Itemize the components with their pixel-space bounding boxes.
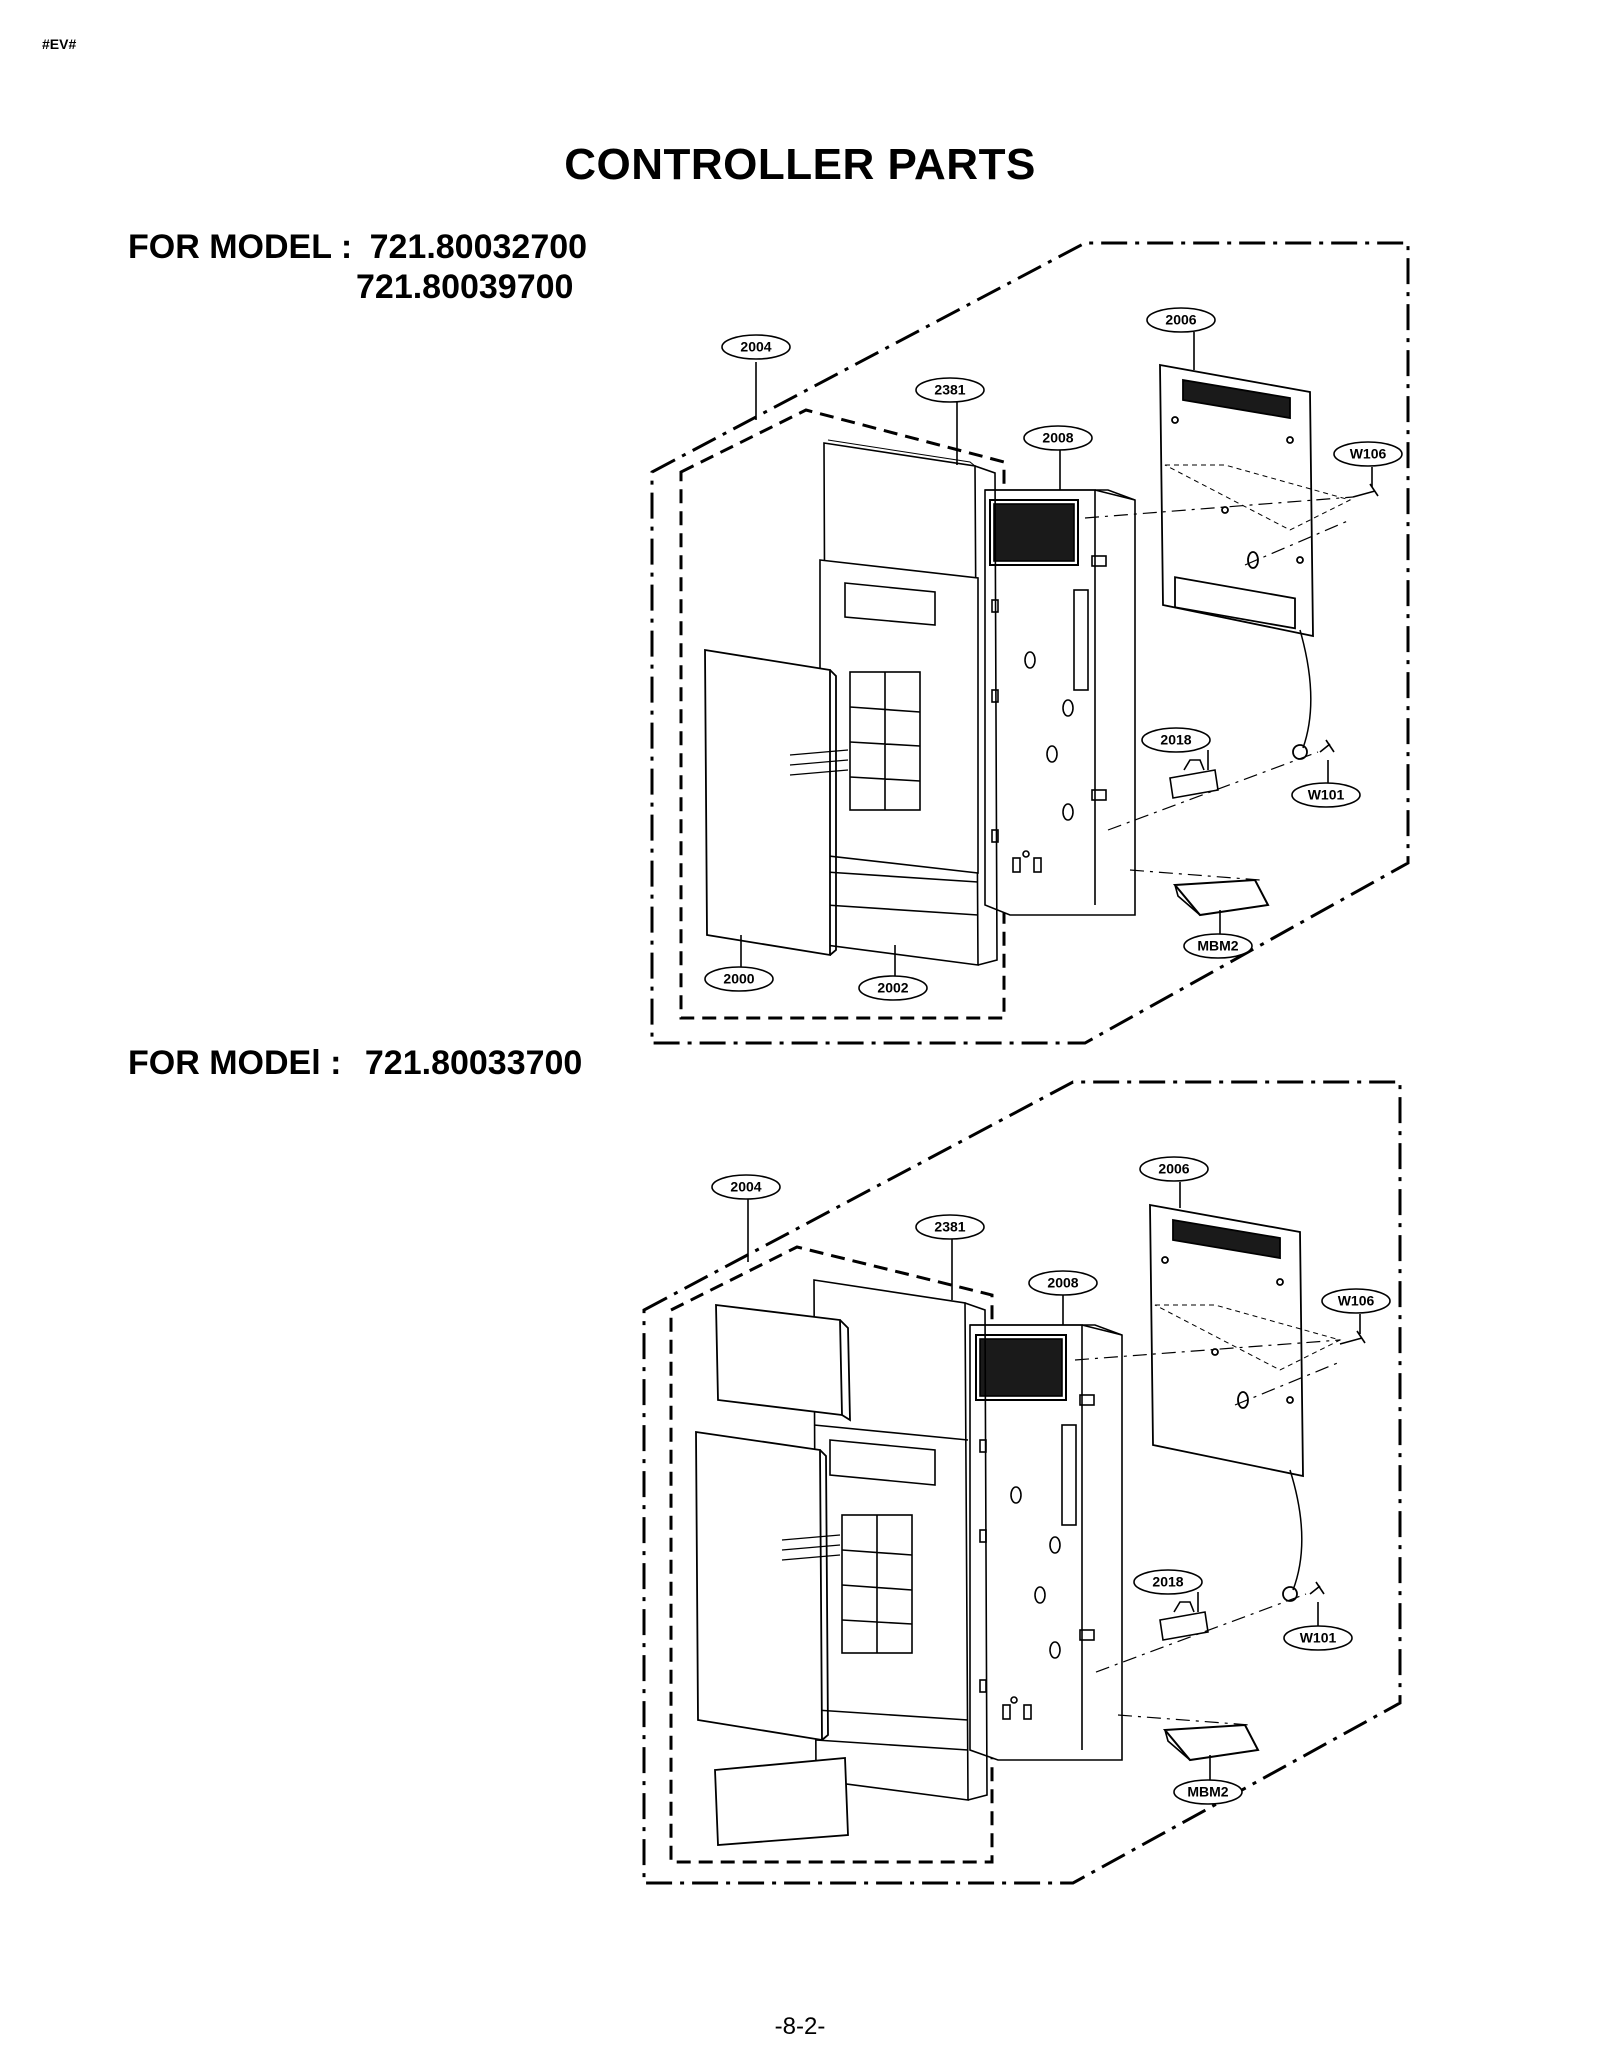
callout-label: 2006	[1158, 1161, 1189, 1177]
callout-2006: 2006	[1139, 1156, 1209, 1182]
callout-2006: 2006	[1146, 307, 1216, 333]
callout-label: 2381	[934, 382, 965, 398]
diagram-2: 2004 2006 2381 2008 W106 2018 W101 MBM2	[642, 1080, 1402, 1885]
callout-2002: 2002	[858, 975, 928, 1001]
callout-W101: W101	[1283, 1625, 1353, 1651]
bottom-door-panel	[714, 1757, 849, 1846]
callout-2004: 2004	[711, 1174, 781, 1200]
header-tag: #EV#	[42, 36, 77, 52]
callout-2018: 2018	[1133, 1569, 1203, 1595]
callout-label: 2381	[934, 1219, 965, 1235]
callout-2381: 2381	[915, 1214, 985, 1240]
pcb-2006	[1149, 1203, 1342, 1602]
callout-label: MBM2	[1187, 1784, 1228, 1800]
model-number-1: 721.80032700	[369, 228, 588, 266]
model-line-3: FOR MODEl : 721.80033700	[128, 1044, 582, 1083]
top-door-panel	[715, 1303, 851, 1422]
callout-label: 2008	[1047, 1275, 1078, 1291]
leaders-1	[740, 332, 1373, 978]
callout-2018: 2018	[1141, 727, 1211, 753]
control-panel-2381	[813, 1279, 988, 1801]
callout-label: 2004	[740, 339, 771, 355]
hardware-2	[1074, 1330, 1366, 1762]
callout-2008: 2008	[1028, 1270, 1098, 1296]
callout-label: 2004	[730, 1179, 761, 1195]
callout-W106: W106	[1333, 441, 1403, 467]
callout-2381: 2381	[915, 377, 985, 403]
callout-label: MBM2	[1197, 938, 1238, 954]
chassis-2008	[984, 489, 1136, 916]
door-plate-2000	[704, 648, 849, 957]
page-title: CONTROLLER PARTS	[564, 140, 1036, 189]
outer-boundary-1	[650, 241, 1410, 1045]
callout-MBM2: MBM2	[1173, 1779, 1243, 1805]
control-panel-2381	[819, 439, 999, 966]
callout-label: 2002	[877, 980, 908, 996]
model-label-2: FOR MODEl :	[128, 1044, 342, 1082]
outer-boundary-2	[642, 1080, 1402, 1885]
callout-label: 2018	[1152, 1574, 1183, 1590]
chassis-2008	[969, 1324, 1123, 1761]
callout-label: 2018	[1160, 732, 1191, 748]
callout-W101: W101	[1291, 782, 1361, 808]
callout-2004: 2004	[721, 334, 791, 360]
model-number-3: 721.80033700	[364, 1044, 583, 1082]
door-plate	[695, 1430, 841, 1742]
pcb-2006	[1159, 363, 1352, 760]
callout-2000: 2000	[704, 966, 774, 992]
callout-label: W106	[1338, 1293, 1375, 1309]
callout-label: W101	[1308, 787, 1345, 803]
callout-label: W106	[1350, 446, 1387, 462]
leaders-2	[747, 1182, 1361, 1780]
callout-W106: W106	[1321, 1288, 1391, 1314]
callout-2008: 2008	[1023, 425, 1093, 451]
callout-label: 2000	[723, 971, 754, 987]
callout-label: 2006	[1165, 312, 1196, 328]
callout-label: 2008	[1042, 430, 1073, 446]
model-label-1: FOR MODEL :	[128, 228, 353, 266]
model-line-1: FOR MODEL : 721.80032700	[128, 228, 587, 267]
diagram-1: 2004 2006 2381 2008 W106 2018 W101 MBM2	[650, 241, 1410, 1045]
callout-label: W101	[1300, 1630, 1337, 1646]
callout-MBM2: MBM2	[1183, 933, 1253, 959]
page-number: -8-2-	[774, 2013, 826, 2040]
model-number-2: 721.80039700	[356, 268, 574, 306]
